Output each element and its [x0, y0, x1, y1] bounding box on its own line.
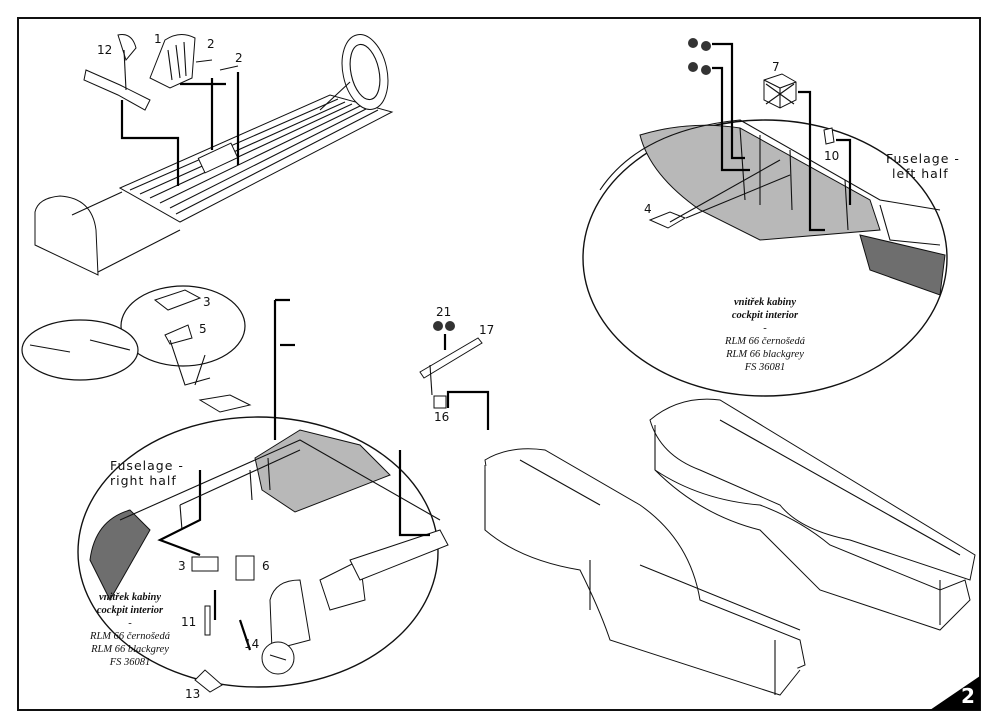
left-half-title-line1: Fuselage -	[886, 151, 960, 166]
rear-frame-ring	[341, 34, 389, 110]
part-4	[648, 211, 687, 229]
right-note-fs: FS 36081	[109, 657, 151, 668]
label-part-10: 10	[824, 149, 839, 163]
label-part-14: 14	[244, 637, 259, 651]
wheel-pair-top	[688, 38, 711, 75]
fuselage-halves-joining	[484, 398, 976, 696]
cockpit-floor-assembly: 12 1 2 2	[34, 32, 394, 276]
rudder-pedal-part	[83, 34, 151, 111]
label-part-6: 6	[262, 559, 270, 573]
label-part-5: 5	[199, 322, 207, 336]
right-note-en: cockpit interior	[97, 605, 164, 616]
right-half-title-line2: right half	[110, 473, 177, 488]
label-part-7: 7	[772, 60, 780, 74]
left-note-color-cz: RLM 66 černošedá	[724, 336, 806, 347]
label-part-3a: 3	[203, 295, 211, 309]
part-6-panel	[235, 555, 255, 581]
label-part-3b: 3	[178, 559, 186, 573]
part-3-panel	[191, 556, 219, 572]
right-note-cz: vnitřek kabiny	[99, 592, 161, 603]
right-note-color-en: RLM 66 blackgrey	[90, 644, 169, 655]
left-half-title-line2: left half	[892, 166, 949, 181]
part-7-box	[763, 73, 797, 109]
label-part-11: 11	[181, 615, 196, 629]
label-part-13: 13	[185, 687, 200, 701]
label-part-2a: 2	[207, 37, 215, 51]
left-note-fs: FS 36081	[744, 362, 786, 373]
label-part-12: 12	[97, 43, 112, 57]
right-note-color-cz: RLM 66 černošedá	[89, 631, 171, 642]
left-note-dash: -	[763, 323, 767, 334]
right-half-title-line1: Fuselage -	[110, 458, 184, 473]
page-number: 2	[961, 684, 975, 708]
label-part-2b: 2	[235, 51, 243, 65]
right-note-dash: -	[128, 618, 132, 629]
control-column-assembly: 21 17 16	[419, 305, 494, 430]
label-part-16: 16	[434, 410, 449, 424]
label-part-4: 4	[644, 202, 652, 216]
label-part-17: 17	[479, 323, 494, 337]
label-part-1: 1	[154, 32, 162, 46]
front-bulkhead	[34, 195, 99, 276]
right-fuselage-half-detail: 3 5 3 6 11 13 14 Fuselage - right half v…	[21, 285, 449, 701]
left-note-color-en: RLM 66 blackgrey	[725, 349, 804, 360]
page-number-tab: 2	[930, 676, 980, 710]
left-note-cz: vnitřek kabiny	[734, 297, 796, 308]
left-note-en: cockpit interior	[732, 310, 799, 321]
label-part-21: 21	[436, 305, 451, 319]
part-10	[823, 127, 835, 145]
left-fuselage-half-detail: 4 7 10 Fuselage - left half vnitřek kabi…	[582, 38, 960, 397]
page-frame	[17, 17, 981, 711]
seat-part	[149, 34, 196, 89]
